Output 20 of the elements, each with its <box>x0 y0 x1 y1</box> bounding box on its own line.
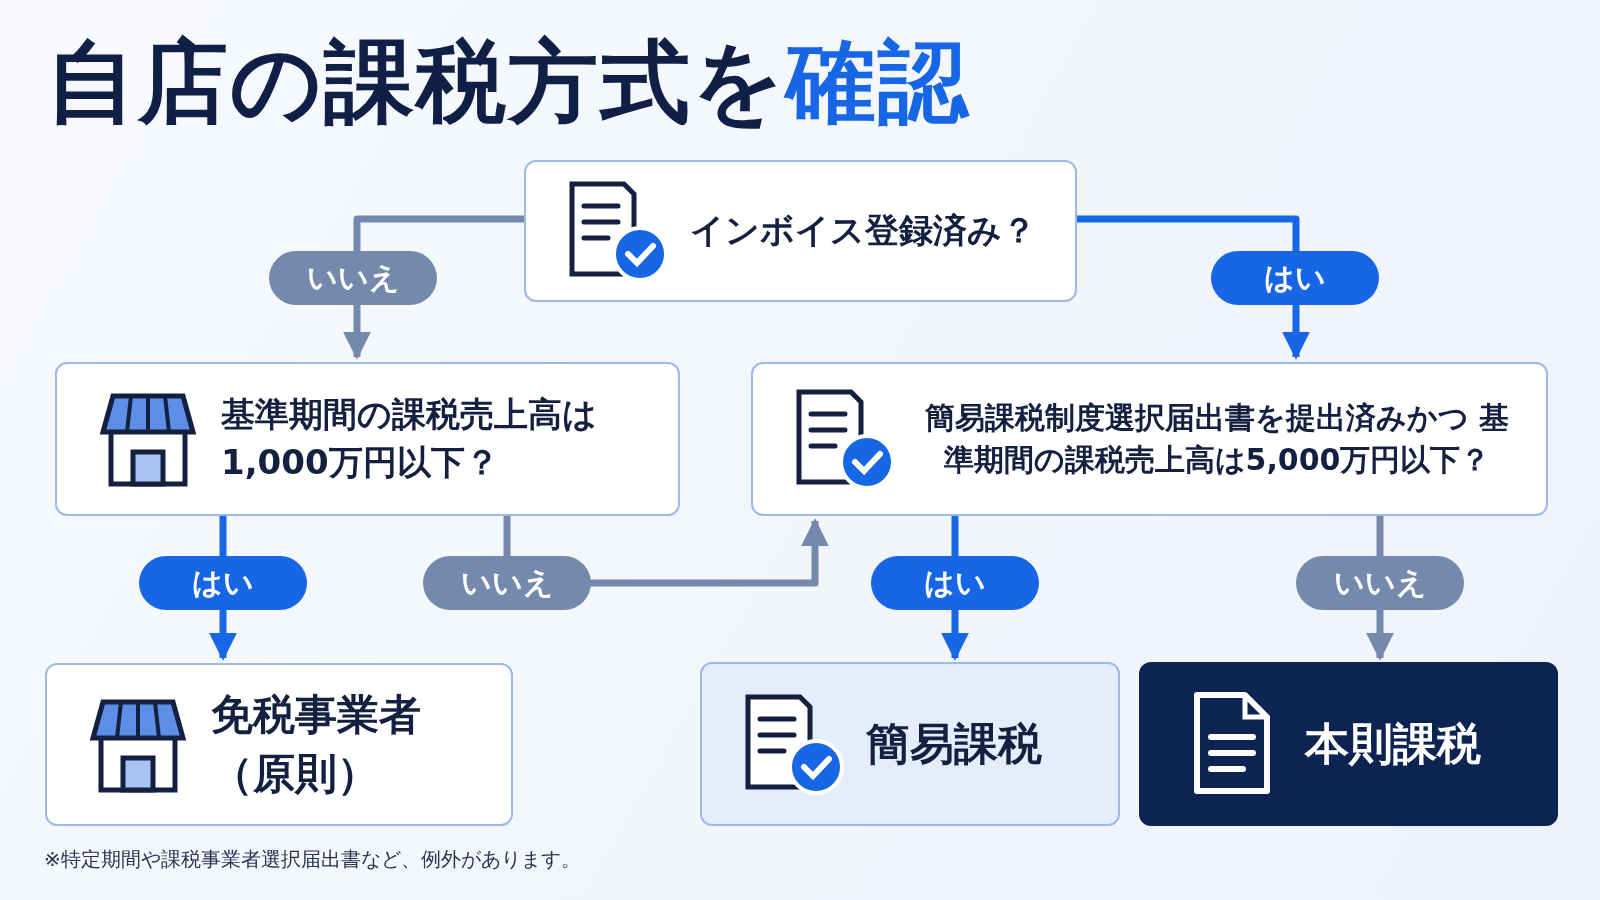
edge-label: はい <box>871 556 1039 610</box>
result-text: 簡易課税 <box>866 717 1042 772</box>
decision-box <box>524 160 1077 302</box>
result-text: 本則課税 <box>1305 717 1481 772</box>
edge-label: はい <box>1211 251 1379 305</box>
edge-label: はい <box>139 556 307 610</box>
footnote: ※特定期間や課税事業者選択届出書など、例外があります。 <box>44 846 581 873</box>
result-box <box>1139 662 1558 826</box>
result-text: 免税事業者（原則） <box>211 688 422 800</box>
edge-label: いいえ <box>423 556 591 610</box>
decision-box <box>751 362 1548 516</box>
question-text: インボイス登録済み？ <box>690 209 1036 253</box>
result-box <box>45 663 513 826</box>
question-text: 簡易課税制度選択届出書を提出済みかつ 基準期間の課税売上高は5,000万円以下？ <box>923 399 1511 479</box>
title: 自店の課税方式を確認 <box>46 28 970 136</box>
edge-label: いいえ <box>1296 556 1464 610</box>
question-text: 基準期間の課税売上高は1,000万円以下？ <box>221 393 598 484</box>
decision-box <box>55 362 680 516</box>
edge-label: いいえ <box>269 251 437 305</box>
result-box <box>700 662 1120 826</box>
